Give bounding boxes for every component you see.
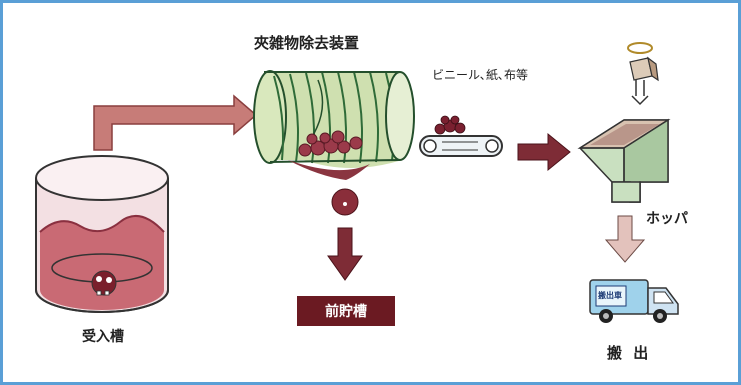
hopper-label: ホッパ: [646, 211, 688, 227]
truck-icon: [589, 279, 679, 323]
conveyor-belt: [419, 115, 503, 157]
foreign-matter-removal-drum: [253, 70, 415, 180]
waste-types-label: ビニール､紙､布等: [432, 68, 529, 82]
receiving-tank: [35, 155, 169, 313]
removal-device-label: 夾雑物除去装置: [254, 34, 360, 52]
arrow-to-hopper: [517, 132, 571, 172]
crane-icon: [627, 42, 659, 106]
carry-out-label: 搬 出: [607, 344, 652, 362]
arrow-to-pre-storage: [327, 227, 363, 281]
arrow-to-truck: [604, 215, 646, 263]
truck-label: 搬出車: [598, 291, 622, 300]
pre-storage-tank-label: 前貯槽: [297, 296, 395, 326]
hopper: [577, 118, 671, 203]
arrow-to-removal-device: [93, 94, 258, 151]
receiving-tank-label: 受入槽: [82, 329, 124, 345]
